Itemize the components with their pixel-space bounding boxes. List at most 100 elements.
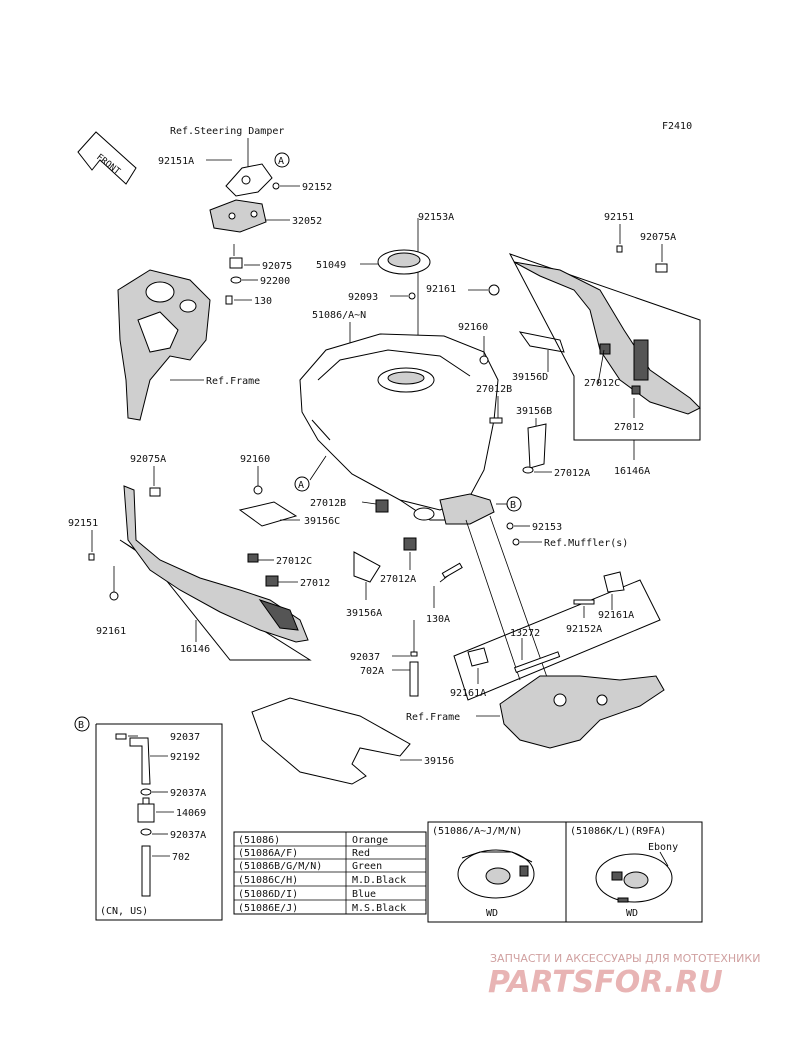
fuel-cap-51049: [377, 249, 431, 275]
label-ref-frame-top: Ref.Frame: [206, 376, 260, 387]
label-39156: 39156: [424, 756, 454, 767]
label-13272: 13272: [510, 628, 540, 639]
callout-a-mid-letter: A: [298, 480, 304, 491]
watermark-line2: PARTSFOR.RU: [488, 965, 723, 1000]
label-92152A: 92152A: [566, 624, 602, 635]
label-92151-right: 92151: [604, 212, 634, 223]
label-27012A-mid: 27012A: [380, 574, 416, 585]
rear-frame: [453, 515, 665, 749]
label-92161A-bottom: 92161A: [450, 688, 486, 699]
label-92161A-right: 92161A: [598, 610, 634, 621]
inset-right-caption: WD: [626, 908, 638, 919]
label-702A: 702A: [360, 666, 384, 677]
inset-left-caption: WD: [486, 908, 498, 919]
label-92075A-left: 92075A: [130, 454, 166, 465]
color-row-4-color: Blue: [352, 889, 376, 900]
label-27012B-mid: 27012B: [310, 498, 346, 509]
label-27012-right: 27012: [614, 422, 644, 433]
label-ref-muffler: Ref.Muffler(s): [544, 538, 628, 549]
color-row-3-code: (51086C/H): [238, 875, 298, 886]
label-27012C-left: 27012C: [276, 556, 312, 567]
fuel-tank-51086: [299, 333, 499, 525]
steering-damper-bracket: [209, 163, 273, 233]
callout-b-right-letter: B: [510, 500, 516, 511]
label-27012-left: 27012: [300, 578, 330, 589]
side-cover-16146A: [508, 253, 701, 441]
rubber-92161A-bottom: [467, 647, 489, 667]
label-92200: 92200: [260, 276, 290, 287]
inset-right-subtitle: Ebony: [648, 842, 678, 853]
label-92160-mid: 92160: [458, 322, 488, 333]
label-92093: 92093: [348, 292, 378, 303]
label-92151-left: 92151: [68, 518, 98, 529]
label-16146: 16146: [180, 644, 210, 655]
pad-39156C: [238, 501, 298, 527]
callout-b-detail-letter: B: [78, 720, 84, 731]
side-cover-16146: [119, 485, 312, 661]
label-92151A: 92151A: [158, 156, 194, 167]
label-39156B: 39156B: [516, 406, 552, 417]
color-row-3-color: M.D.Black: [352, 875, 406, 886]
color-row-5-color: M.S.Black: [352, 903, 406, 914]
label-b-702: 702: [172, 852, 190, 863]
label-b-92037A-2: 92037A: [170, 830, 206, 841]
label-b-92192: 92192: [170, 752, 200, 763]
label-92160-left: 92160: [240, 454, 270, 465]
label-92075A-right: 92075A: [640, 232, 676, 243]
label-92037: 92037: [350, 652, 380, 663]
label-b-region: (CN, US): [100, 906, 148, 917]
label-16146A: 16146A: [614, 466, 650, 477]
label-39156C: 39156C: [304, 516, 340, 527]
color-row-1-code: (51086A/F): [238, 848, 298, 859]
sticker-27012B: [375, 499, 389, 513]
pad-39156B: [527, 423, 547, 469]
color-row-0-code: (51086): [238, 835, 280, 846]
color-row-2-code: (51086B/G/M/N): [238, 861, 322, 872]
breather-hose-assembly: [115, 733, 155, 897]
label-b-92037: 92037: [170, 732, 200, 743]
pad-39156A: [353, 551, 381, 583]
color-row-5-code: (51086E/J): [238, 903, 298, 914]
color-row-4-code: (51086D/I): [238, 889, 298, 900]
label-92152: 92152: [302, 182, 332, 193]
figure-code: F2410: [662, 121, 692, 132]
label-130: 130: [254, 296, 272, 307]
front-arrow-icon: FRONT: [77, 131, 137, 185]
label-92075: 92075: [262, 261, 292, 272]
label-27012B-top: 27012B: [476, 384, 512, 395]
watermark-logo: ЗАПЧАСТИ И АКСЕССУАРЫ ДЛЯ МОТОТЕХНИКИ PA…: [488, 952, 760, 1000]
label-32052: 32052: [292, 216, 322, 227]
callout-b-detail: [74, 716, 90, 732]
color-row-1-color: Red: [352, 848, 370, 859]
label-92153A: 92153A: [418, 212, 454, 223]
label-51049: 51049: [316, 260, 346, 271]
color-row-0-color: Orange: [352, 835, 388, 846]
label-39156D: 39156D: [512, 372, 548, 383]
label-51086-an: 51086/A~N: [312, 310, 366, 321]
color-table: (51086) Orange (51086A/F) Red (51086B/G/…: [233, 831, 427, 915]
pad-39156D: [518, 331, 565, 353]
label-27012A-right: 27012A: [554, 468, 590, 479]
callout-a-top: [274, 152, 290, 168]
grommet-92075: [229, 257, 243, 269]
label-27012C-right: 27012C: [584, 378, 620, 389]
rubber-92161A-right: [603, 571, 625, 593]
label-b-92037A-1: 92037A: [170, 788, 206, 799]
label-b-14069: 14069: [176, 808, 206, 819]
label-ref-frame-bottom: Ref.Frame: [406, 712, 460, 723]
callout-a-top-letter: A: [278, 156, 284, 167]
callout-a-mid: [294, 476, 310, 492]
sticker-27012A: [403, 537, 417, 551]
watermark-line1: ЗАПЧАСТИ И АКСЕССУАРЫ ДЛЯ МОТОТЕХНИКИ: [490, 952, 760, 965]
label-92153: 92153: [532, 522, 562, 533]
inset-left-title: (51086/A~J/M/N): [432, 826, 522, 837]
label-ref-steering-damper: Ref.Steering Damper: [170, 126, 284, 137]
label-92161-top: 92161: [426, 284, 456, 295]
label-92161-left: 92161: [96, 626, 126, 637]
frame-head: [117, 269, 211, 421]
inset-right-title: (51086K/L)(R9FA): [570, 826, 666, 837]
inset-left: (51086/A~J/M/N) WD: [427, 821, 567, 923]
label-130A: 130A: [426, 614, 450, 625]
pad-39156: [251, 697, 411, 785]
